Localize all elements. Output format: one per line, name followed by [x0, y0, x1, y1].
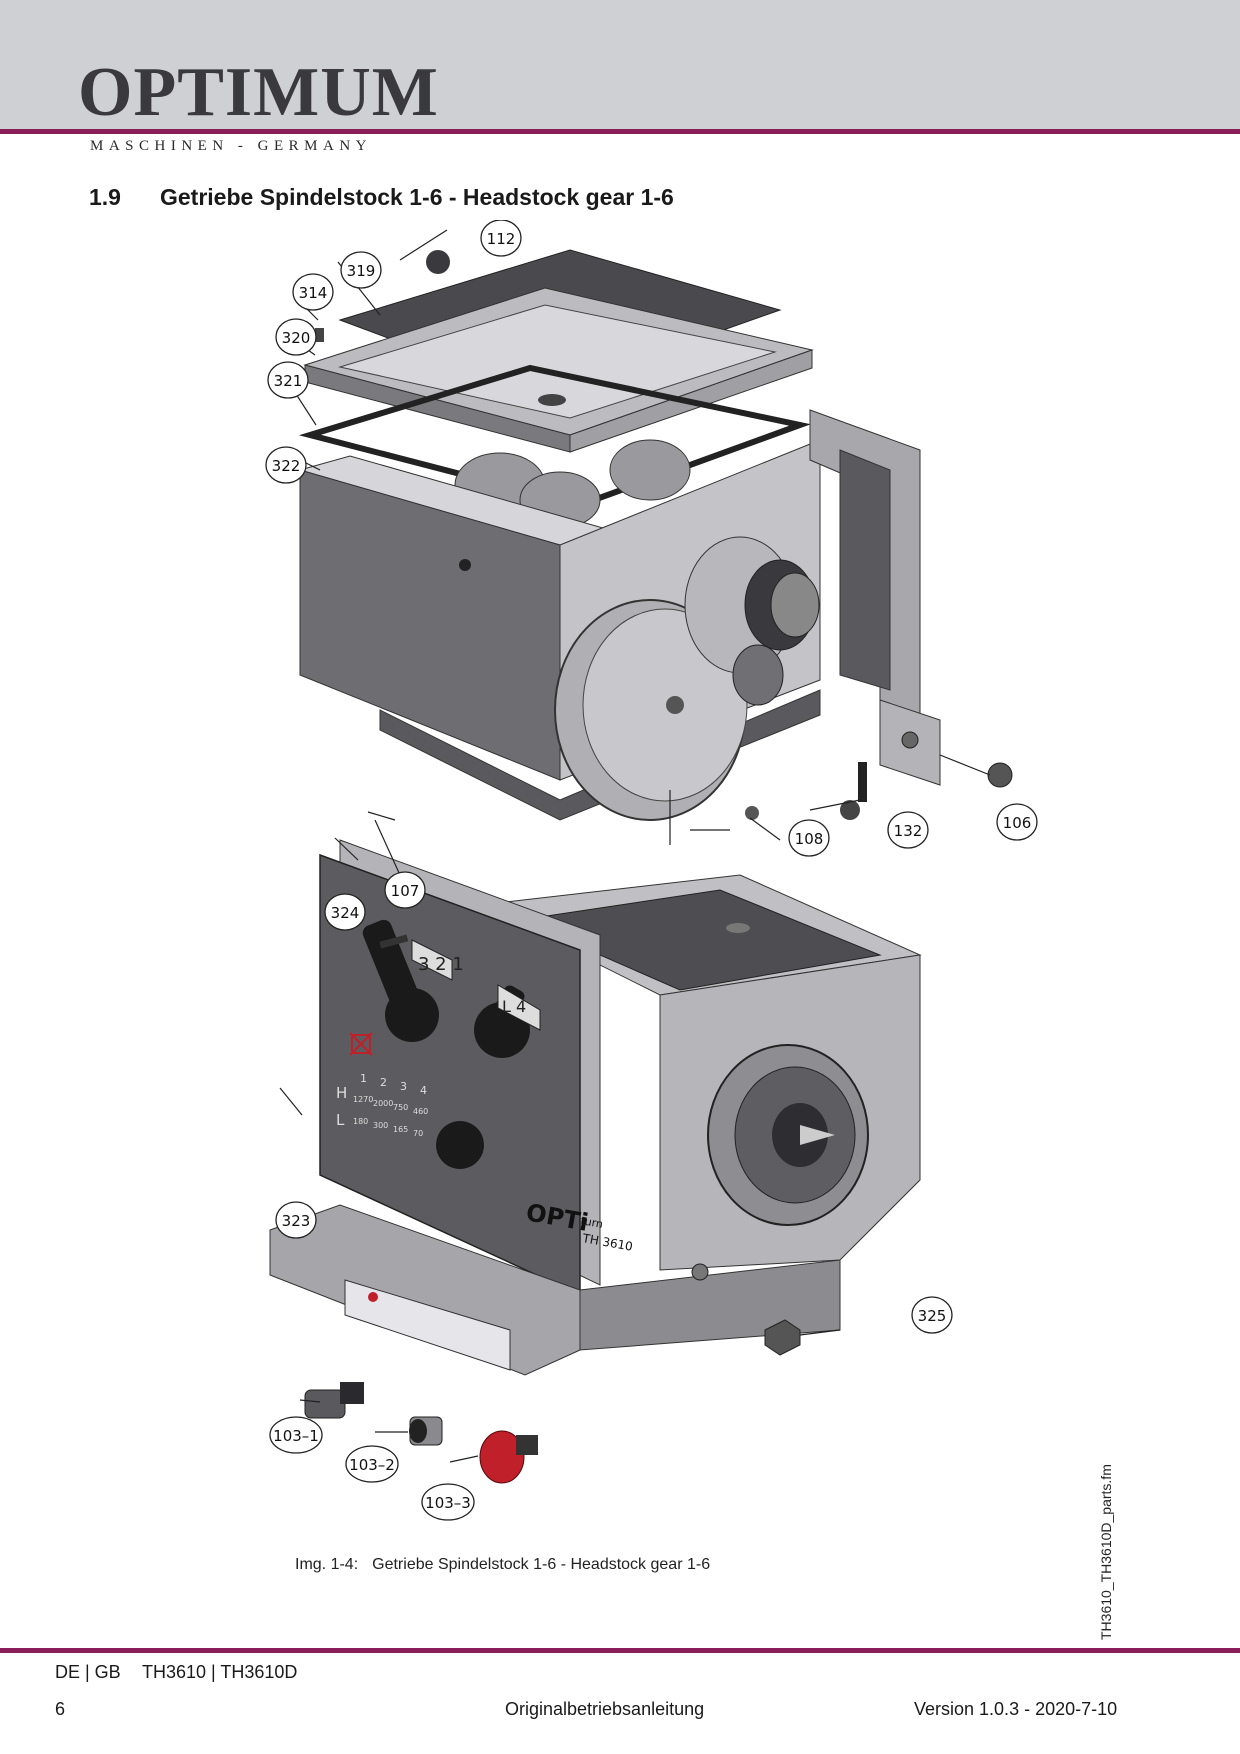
- part-103-2-drawing: [409, 1416, 443, 1446]
- part-label-107: 107: [391, 882, 420, 900]
- page-number: 6: [55, 1699, 66, 1719]
- part-label-319: 319: [347, 262, 376, 280]
- footer-divider: [0, 1648, 1240, 1653]
- part-label-321: 321: [274, 372, 303, 390]
- caption-text: Getriebe Spindelstock 1-6 - Headstock ge…: [372, 1556, 711, 1573]
- panel-col-4: 4: [420, 1084, 427, 1097]
- panel-brand-sub: turn: [579, 1214, 604, 1231]
- panel-col-3: 3: [400, 1080, 407, 1093]
- panel-dial-numbers-b: L 4: [502, 997, 526, 1016]
- part-label-322: 322: [272, 457, 301, 475]
- footer-models: TH3610 | TH3610D: [142, 1662, 298, 1682]
- part-label-108: 108: [795, 830, 824, 848]
- section-number: 1.9: [89, 184, 121, 210]
- brand-subtitle: MASCHINEN - GERMANY: [90, 138, 373, 154]
- header-band: [0, 0, 1240, 130]
- part-label-323: 323: [282, 1212, 311, 1230]
- registered-mark: ®: [418, 72, 427, 84]
- brand-logo: OPTIMUM: [78, 54, 439, 131]
- part-label-103-1: 103–1: [273, 1427, 319, 1445]
- panel-l-val-4: 70: [413, 1129, 423, 1138]
- header-divider: [0, 129, 1240, 134]
- footer-doc-type: Originalbetriebsanleitung: [505, 1699, 705, 1719]
- exploded-view-figure: 3 2 1 L 4 H L 1 2 3 4 1270 2000 750 460 …: [240, 219, 1040, 1540]
- panel-l-val-2: 300: [373, 1121, 388, 1130]
- panel-h-val-1: 1270: [353, 1095, 373, 1104]
- part-label-103-3: 103–3: [425, 1494, 471, 1512]
- file-name-label: TH3610_TH3610D_parts.fm: [1098, 1464, 1114, 1640]
- panel-h-val-2: 2000: [373, 1099, 393, 1108]
- part-label-320: 320: [282, 329, 311, 347]
- figure-caption: Img. 1-4: Getriebe Spindelstock 1-6 - Hea…: [295, 1556, 724, 1574]
- part-103-3-drawing: [479, 1430, 538, 1484]
- footer-language: DE | GB: [55, 1662, 121, 1682]
- part-label-112: 112: [487, 230, 516, 248]
- panel-h-val-3: 750: [393, 1103, 408, 1112]
- caption-label: Img. 1-4:: [295, 1556, 359, 1573]
- footer-version: Version 1.0.3 - 2020-7-10: [914, 1699, 1118, 1719]
- panel-h-val-4: 460: [413, 1107, 428, 1116]
- part-label-106: 106: [1003, 814, 1032, 832]
- part-label-325: 325: [918, 1307, 947, 1325]
- part-label-324: 324: [331, 904, 360, 922]
- part-label-314: 314: [299, 284, 328, 302]
- panel-col-1: 1: [360, 1072, 367, 1085]
- part-label-103-2: 103–2: [349, 1456, 395, 1474]
- panel-l-val-1: 180: [353, 1117, 368, 1126]
- panel-l-val-3: 165: [393, 1125, 408, 1134]
- panel-row-h: H: [336, 1084, 347, 1102]
- section-title: Getriebe Spindelstock 1-6 - Headstock ge…: [160, 184, 674, 210]
- part-103-1-drawing: [304, 1382, 364, 1419]
- panel-col-2: 2: [380, 1076, 387, 1089]
- panel-row-l: L: [336, 1111, 345, 1129]
- headstock-exploded-drawing: 3 2 1 L 4 H L 1 2 3 4 1270 2000 750 460 …: [265, 219, 1038, 1521]
- part-label-132: 132: [894, 822, 923, 840]
- panel-dial-numbers-a: 3 2 1: [418, 954, 464, 975]
- warning-symbol-icon: [349, 1032, 373, 1056]
